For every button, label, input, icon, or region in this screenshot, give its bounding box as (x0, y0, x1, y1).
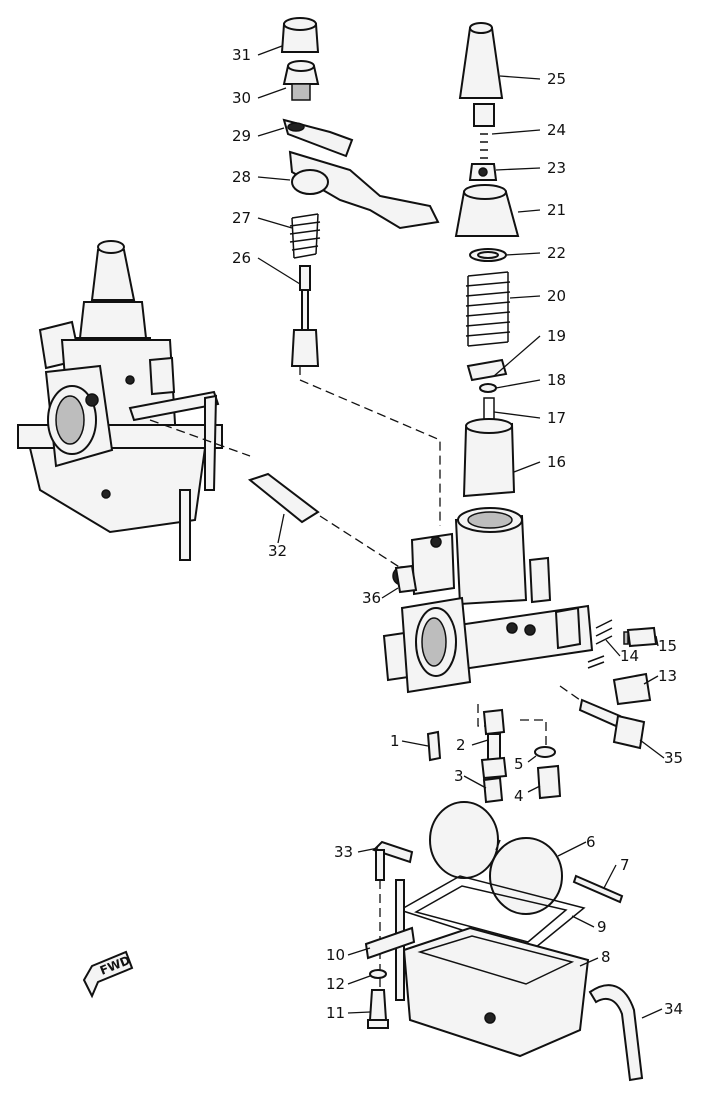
part-35 (578, 698, 646, 750)
assembled-carburetor (17, 240, 223, 561)
part-label-12: 12 (326, 975, 345, 993)
part-6 (429, 801, 563, 915)
part-label-35: 35 (664, 749, 683, 767)
part-label-1: 1 (390, 732, 400, 750)
part-36 (394, 564, 418, 594)
part-label-36: 36 (362, 589, 381, 607)
part-16 (462, 418, 516, 498)
part-8 (402, 926, 590, 1058)
part-label-8: 8 (601, 948, 611, 966)
part-label-6: 6 (586, 833, 596, 851)
part-label-26: 26 (232, 249, 251, 267)
part-label-23: 23 (547, 159, 566, 177)
part-label-21: 21 (547, 201, 566, 219)
part-label-9: 9 (597, 918, 607, 936)
part-label-25: 25 (547, 70, 566, 88)
part-20 (465, 271, 511, 347)
part-label-16: 16 (547, 453, 566, 471)
part-29 (282, 118, 354, 158)
part-label-29: 29 (232, 127, 251, 145)
part-19 (466, 358, 508, 382)
part-13 (587, 655, 652, 706)
part-label-28: 28 (232, 168, 251, 186)
part-label-34: 34 (664, 1000, 683, 1018)
part-2 (480, 708, 508, 780)
part-32 (247, 472, 320, 524)
part-label-3: 3 (454, 767, 464, 785)
part-28 (288, 150, 440, 230)
part-label-24: 24 (547, 121, 566, 139)
part-label-4: 4 (514, 787, 524, 805)
part-26 (290, 265, 320, 367)
part-label-32: 32 (268, 542, 287, 560)
part-25 (458, 22, 504, 99)
part-23 (468, 163, 498, 181)
fwd-arrow: FWD (82, 950, 134, 999)
leader-lines (257, 45, 665, 1019)
part-label-13: 13 (658, 667, 677, 685)
part-label-22: 22 (547, 244, 566, 262)
part-label-15: 15 (658, 637, 677, 655)
part-label-30: 30 (232, 89, 251, 107)
part-label-7: 7 (620, 856, 630, 874)
part-5 (534, 746, 556, 758)
part-number-labels: 31 30 29 28 27 26 25 24 23 21 22 20 19 1… (232, 46, 683, 1022)
part-18 (479, 383, 497, 393)
part-label-18: 18 (547, 371, 566, 389)
part-label-27: 27 (232, 209, 251, 227)
part-34 (588, 984, 644, 1082)
part-12 (369, 969, 387, 979)
part-10 (364, 926, 416, 960)
part-24 (473, 103, 495, 159)
part-label-14: 14 (620, 647, 639, 665)
part-label-2: 2 (456, 736, 466, 754)
carburetor-body (382, 507, 594, 694)
part-27 (289, 213, 321, 259)
part-21 (454, 184, 520, 237)
part-7 (572, 874, 624, 904)
part-3 (482, 776, 504, 804)
part-label-33: 33 (334, 843, 353, 861)
part-1 (426, 730, 442, 762)
part-label-17: 17 (547, 409, 566, 427)
part-label-19: 19 (547, 327, 566, 345)
part-label-20: 20 (547, 287, 566, 305)
part-label-5: 5 (514, 755, 524, 773)
part-label-11: 11 (326, 1004, 345, 1022)
part-15 (623, 626, 658, 648)
part-11 (367, 989, 389, 1029)
part-31 (280, 17, 320, 53)
part-22 (469, 248, 507, 262)
part-label-31: 31 (232, 46, 251, 64)
part-4 (536, 764, 562, 800)
part-17 (483, 397, 495, 421)
part-label-10: 10 (326, 946, 345, 964)
part-30 (282, 60, 320, 101)
part-14 (595, 619, 613, 645)
